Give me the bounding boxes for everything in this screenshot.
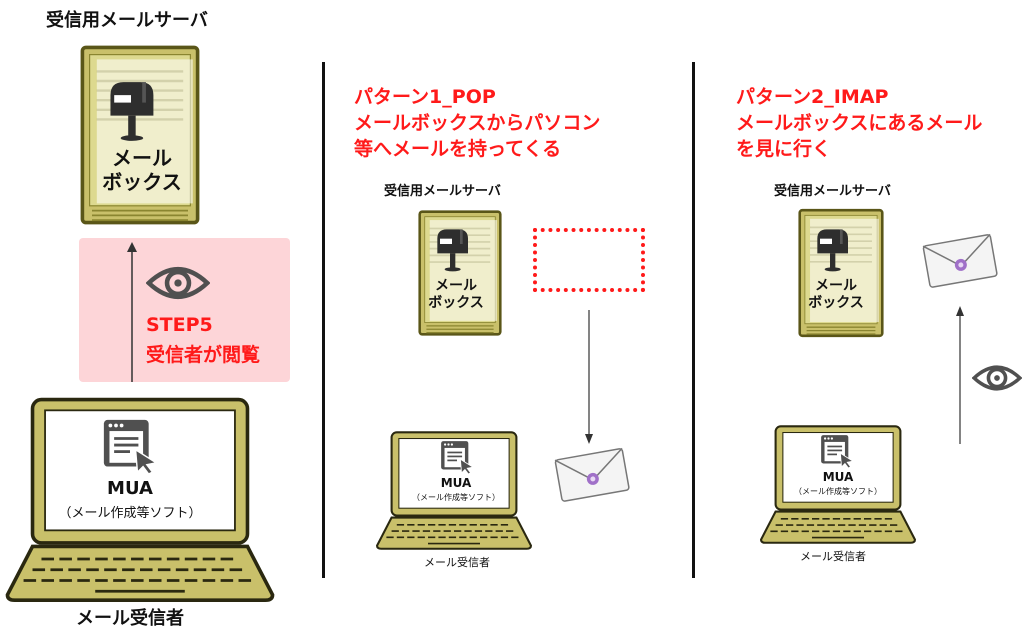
receiver-label: メール受信者 — [424, 556, 490, 569]
server-title: 受信用メールサーバ — [384, 184, 501, 199]
pop-heading-line2: メールボックスからパソコン — [354, 112, 601, 134]
arrow-down-icon — [585, 310, 593, 444]
pop-heading-line3: 等へメールを持ってくる — [354, 138, 562, 160]
eye-icon — [146, 262, 210, 304]
imap-heading-line3: を見に行く — [736, 138, 832, 160]
imap-heading-line1: パターン2_IMAP — [736, 86, 889, 108]
pop-heading-line1: パターン1_POP — [354, 86, 496, 108]
step-highlight-box — [79, 238, 290, 382]
server-title: 受信用メールサーバ — [46, 10, 208, 31]
mua-app-icon — [102, 418, 158, 474]
arrow-up-icon — [127, 242, 137, 382]
mua-title: MUA — [440, 476, 472, 490]
receiver-label: メール受信者 — [76, 608, 184, 629]
mailbox-icon — [432, 226, 472, 274]
step-title: STEP5 — [146, 314, 213, 336]
panel-divider-1 — [322, 62, 325, 578]
mua-title: MUA — [822, 470, 854, 484]
envelope-icon — [552, 446, 632, 502]
step-description: 受信者が閲覧 — [146, 344, 261, 366]
panel-divider-2 — [692, 62, 695, 578]
eye-icon — [972, 362, 1022, 394]
mua-title: MUA — [107, 478, 153, 499]
mailbox-icon — [812, 226, 852, 274]
removed-mail-placeholder — [533, 228, 645, 292]
mua-subtitle: （メール作成等ソフト） — [794, 487, 882, 496]
mailbox-label: メール ボックス — [428, 278, 484, 311]
receiver-label: メール受信者 — [800, 550, 866, 563]
mailbox-icon — [103, 78, 159, 144]
arrow-up-icon — [956, 306, 964, 444]
server-title: 受信用メールサーバ — [774, 184, 891, 199]
mua-subtitle: （メール作成等ソフト） — [58, 506, 202, 521]
mailbox-label: メール ボックス — [102, 146, 182, 194]
mua-app-icon — [440, 440, 474, 474]
mailbox-label: メール ボックス — [808, 278, 864, 311]
mua-app-icon — [820, 434, 854, 468]
imap-heading-line2: メールボックスにあるメール — [736, 112, 983, 134]
envelope-icon — [920, 232, 1000, 288]
mua-subtitle: （メール作成等ソフト） — [412, 493, 500, 502]
